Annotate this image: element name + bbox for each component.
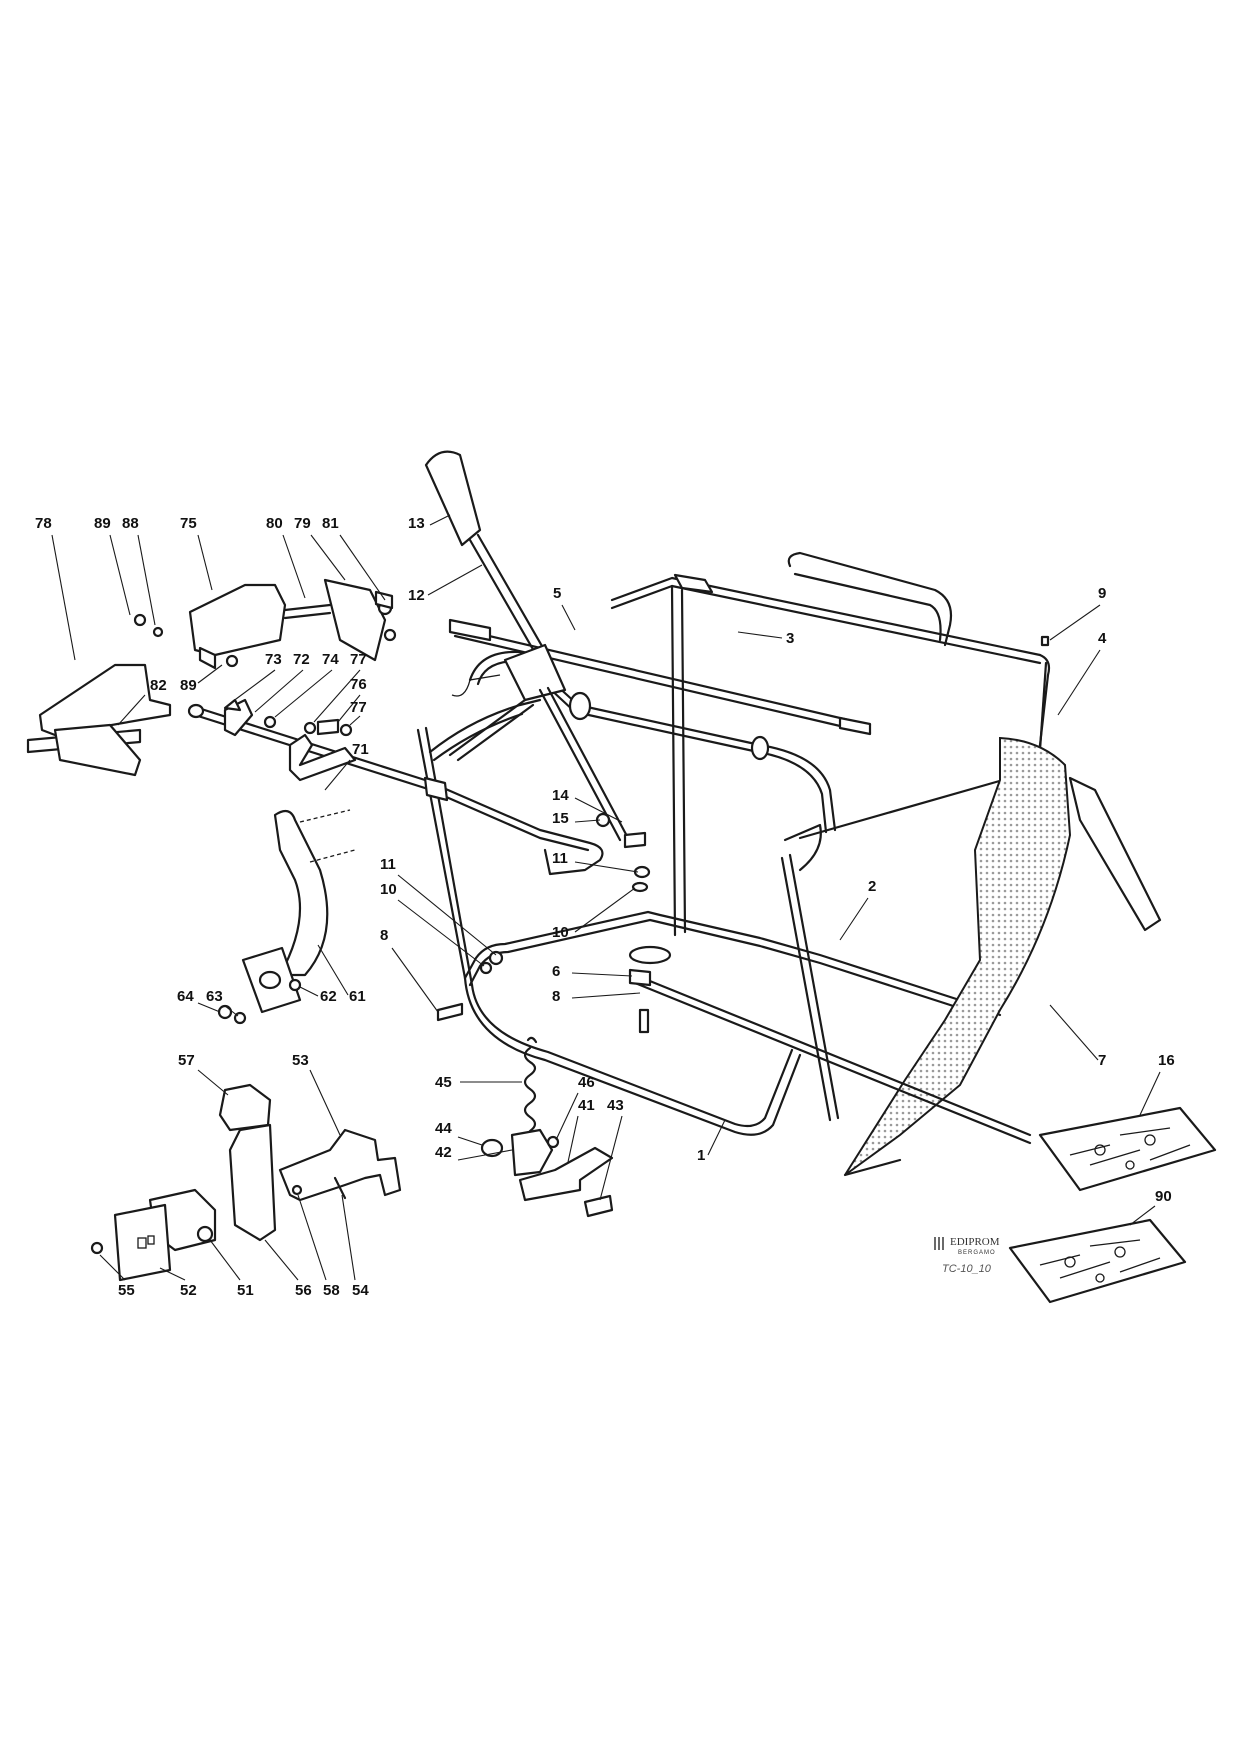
- callout-45: 45: [435, 1074, 452, 1091]
- callout-57: 57: [178, 1052, 195, 1069]
- callout-5: 5: [553, 585, 561, 602]
- pedal-arm: [217, 809, 356, 1025]
- pivot-shaft: [187, 703, 604, 876]
- callout-74: 74: [322, 651, 339, 668]
- catcher-bag: [843, 736, 1162, 1177]
- callout-75: 75: [180, 515, 197, 532]
- lever-arm: [424, 450, 630, 842]
- callout-15: 15: [552, 810, 569, 827]
- callout-89b: 89: [180, 677, 197, 694]
- mounting-brackets: [90, 1083, 402, 1282]
- callout-46: 46: [578, 1074, 595, 1091]
- callout-89: 89: [94, 515, 111, 532]
- callout-11: 11: [552, 850, 568, 867]
- logo-subtitle: BERGAMO: [958, 1250, 996, 1256]
- callout-9: 9: [1098, 585, 1106, 602]
- callout-90: 90: [1155, 1188, 1172, 1205]
- callout-14: 14: [552, 787, 569, 804]
- publisher-logo: EDIPROM BERGAMO TC-10_10: [934, 1236, 1000, 1275]
- callout-88: 88: [122, 515, 139, 532]
- callout-62: 62: [320, 988, 337, 1005]
- callout-8b: 8: [552, 988, 560, 1005]
- upper-cross-rod: [451, 650, 837, 834]
- callout-73: 73: [265, 651, 282, 668]
- logo-name: EDIPROM: [950, 1236, 1000, 1248]
- callout-12: 12: [408, 587, 425, 604]
- callout-71: 71: [352, 741, 369, 758]
- callout-77: 77: [350, 651, 367, 668]
- callout-58: 58: [323, 1282, 340, 1299]
- callout-2: 2: [868, 878, 876, 895]
- callout-7: 7: [1098, 1052, 1106, 1069]
- callout-55: 55: [118, 1282, 135, 1299]
- callouts: 78 89 88 75 80 79 81 13 12 5 3 9 4 89 73…: [35, 514, 1175, 1299]
- callout-82: 82: [150, 677, 167, 694]
- latch-assembly: [26, 578, 397, 782]
- callout-11b: 11: [380, 856, 396, 873]
- drawing-code: TC-10_10: [942, 1263, 992, 1275]
- base-strap: [628, 945, 1032, 1145]
- callout-10b: 10: [552, 924, 569, 941]
- callout-51: 51: [237, 1282, 254, 1299]
- callout-53: 53: [292, 1052, 309, 1069]
- callout-6: 6: [552, 963, 560, 980]
- callout-61: 61: [349, 988, 366, 1005]
- callout-1: 1: [697, 1147, 705, 1164]
- callout-77b: 77: [350, 699, 367, 716]
- callout-41: 41: [578, 1097, 595, 1114]
- callout-10: 10: [380, 881, 397, 898]
- callout-42: 42: [435, 1144, 452, 1161]
- callout-78: 78: [35, 515, 52, 532]
- callout-43: 43: [607, 1097, 624, 1114]
- callout-72: 72: [293, 651, 310, 668]
- spring-assembly: [480, 1036, 614, 1218]
- callout-56: 56: [295, 1282, 312, 1299]
- callout-52: 52: [180, 1282, 197, 1299]
- callout-3: 3: [786, 630, 794, 647]
- callout-4: 4: [1098, 630, 1107, 647]
- callout-13: 13: [408, 515, 425, 532]
- callout-76: 76: [350, 676, 367, 693]
- callout-79: 79: [294, 515, 311, 532]
- hardware-kit-16: [1038, 1106, 1217, 1192]
- callout-64: 64: [177, 988, 194, 1005]
- callout-80: 80: [266, 515, 283, 532]
- callout-8: 8: [380, 927, 388, 944]
- callout-81: 81: [322, 515, 339, 532]
- callout-44: 44: [435, 1120, 452, 1137]
- callout-54: 54: [352, 1282, 369, 1299]
- callout-16: 16: [1158, 1052, 1175, 1069]
- catcher-frame: [416, 551, 1051, 1136]
- hardware-kit-90: [1008, 1218, 1187, 1304]
- callout-63: 63: [206, 988, 223, 1005]
